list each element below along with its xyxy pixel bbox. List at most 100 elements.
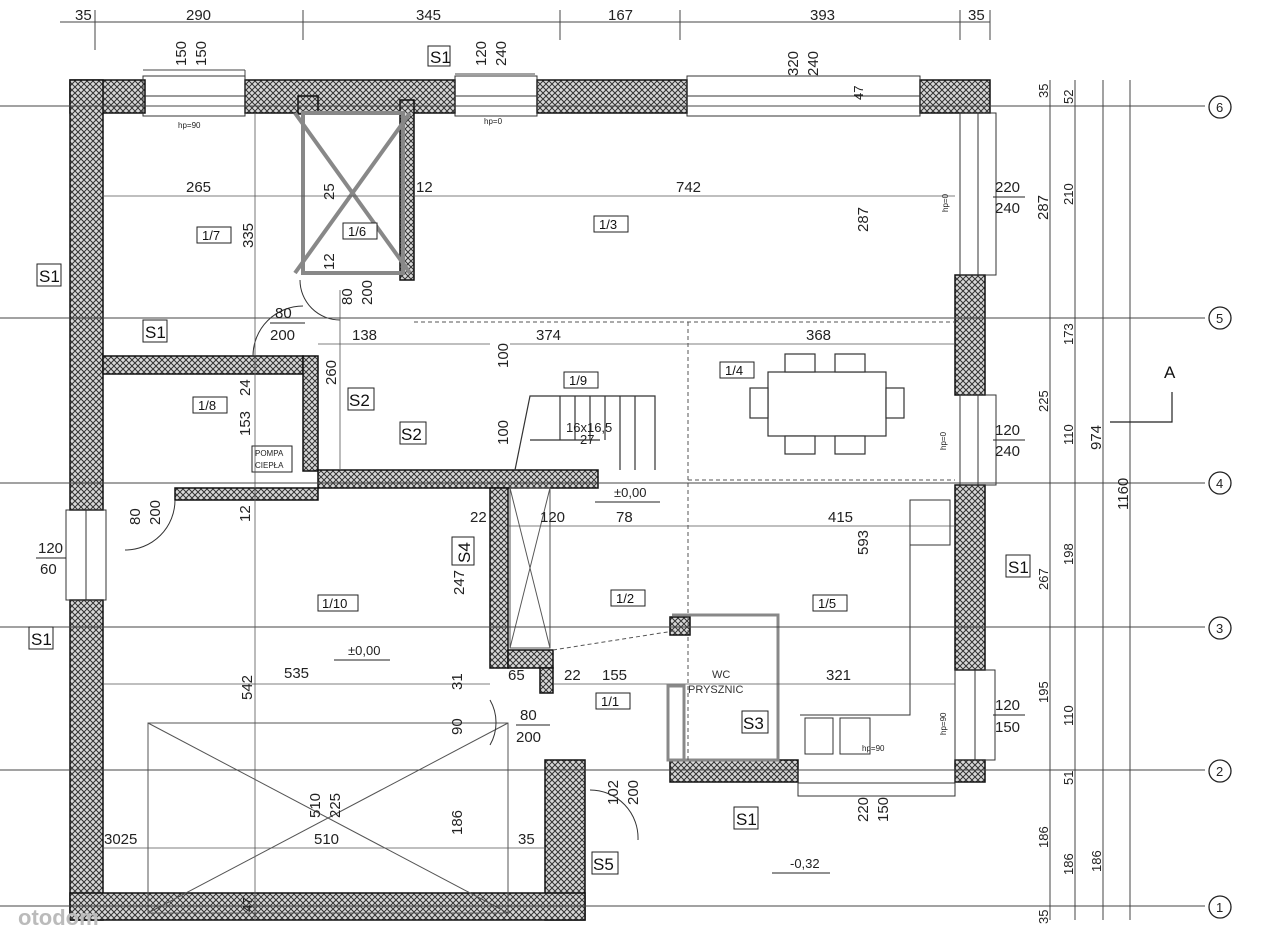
top-dimension-line — [60, 10, 991, 90]
dim-374: 374 — [536, 327, 561, 344]
section-marker-label: A — [1164, 363, 1176, 382]
dim-47a: 47 — [851, 86, 866, 100]
axis-2: 2 — [1216, 764, 1223, 779]
axis-3: 3 — [1216, 621, 1223, 636]
level-1: ±0,00 — [614, 485, 646, 500]
wc-label-2: PRYSZNIC — [688, 684, 743, 696]
dim-100b: 100 — [495, 420, 512, 445]
rdim-225: 225 — [1036, 390, 1051, 412]
dim-12c: 12 — [237, 505, 254, 522]
dim-742: 742 — [676, 179, 701, 196]
rdim-198: 198 — [1061, 543, 1076, 565]
dim-153: 153 — [237, 411, 254, 436]
top-dim-5: 393 — [810, 7, 835, 24]
top-dim-4: 167 — [608, 7, 633, 24]
wc-room — [666, 613, 780, 762]
dim-12b: 12 — [321, 253, 338, 270]
rdim-35: 35 — [1036, 84, 1051, 98]
dim-155: 155 — [602, 667, 627, 684]
dim-3025: 3025 — [104, 831, 137, 848]
door-4b: 200 — [625, 780, 642, 805]
dining-table — [749, 353, 905, 455]
stairs-num: 27 — [580, 432, 594, 447]
section-marker — [1110, 392, 1173, 423]
heat-pump-label-2: CIEPŁA — [255, 461, 284, 470]
garage-dim-b: 225 — [327, 793, 344, 818]
dim-25: 25 — [321, 183, 338, 200]
dim-535: 535 — [284, 665, 309, 682]
dim-200: 200 — [359, 280, 376, 305]
dim-80: 80 — [339, 288, 356, 305]
dim-35: 35 — [518, 831, 535, 848]
watermark-logo: otodom — [18, 905, 99, 930]
dim-335: 335 — [240, 223, 257, 248]
room-1-7: 1/7 — [202, 228, 220, 243]
top-dim-3: 345 — [416, 7, 441, 24]
internal-walls — [102, 95, 691, 694]
dim-12a: 12 — [416, 179, 433, 196]
room-1-8: 1/8 — [198, 398, 216, 413]
rdim-195: 195 — [1036, 681, 1051, 703]
win-bottom-a: 220 — [855, 797, 872, 822]
rdim-186c: 186 — [1089, 850, 1104, 872]
internal-dimension-lines — [103, 113, 955, 920]
stairs-label: 16x16,5 — [566, 420, 612, 435]
rdim-51: 51 — [1061, 771, 1076, 785]
dim-321: 321 — [826, 667, 851, 684]
room-1-2: 1/2 — [616, 591, 634, 606]
top-dim-1: 35 — [75, 7, 92, 24]
hidden-lines — [414, 321, 955, 760]
win-dim-3b: 240 — [805, 51, 822, 76]
room-1-5: 1/5 — [818, 596, 836, 611]
dim-100a: 100 — [495, 343, 512, 368]
rdim-35b: 35 — [1036, 910, 1051, 924]
room-1-9: 1/9 — [569, 373, 587, 388]
win-bottom-b: 150 — [875, 797, 892, 822]
door-1a: 80 — [275, 305, 292, 322]
room-1-10: 1/10 — [322, 596, 347, 611]
dim-260: 260 — [323, 360, 340, 385]
dim-47b: 47 — [240, 898, 255, 912]
dim-186: 186 — [449, 810, 466, 835]
win-dim-3a: 320 — [785, 51, 802, 76]
axis-1: 1 — [1216, 900, 1223, 915]
dim-542: 542 — [239, 675, 256, 700]
axis-5: 5 — [1216, 311, 1223, 326]
wall-tag-s2-b: S2 — [401, 425, 422, 444]
hp-label-3: hp=0 — [941, 193, 950, 212]
win-dim-1a: 150 — [173, 41, 190, 66]
door-1b: 200 — [270, 327, 295, 344]
door-2b: 200 — [147, 500, 164, 525]
dim-265: 265 — [186, 179, 211, 196]
dim-65: 65 — [508, 667, 525, 684]
win-left-b: 60 — [40, 561, 57, 578]
dim-138: 138 — [352, 327, 377, 344]
dim-22b: 22 — [564, 667, 581, 684]
win-dim-2a: 120 — [473, 41, 490, 66]
rdim-110b: 110 — [1061, 705, 1076, 726]
removed-room-cross — [293, 111, 412, 275]
hp-label-5: hp=90 — [939, 712, 948, 735]
rdim-173: 173 — [1061, 323, 1076, 345]
win-right2-b: 150 — [995, 719, 1020, 736]
door-4a: 102 — [605, 780, 622, 805]
stair-shaft-cross — [509, 487, 551, 649]
rdim-186b: 186 — [1061, 853, 1076, 875]
heat-pump-label-1: POMPA — [255, 449, 284, 458]
wall-tag-s1-e: S1 — [736, 810, 757, 829]
level-3: -0,32 — [790, 856, 820, 871]
heat-pump-box — [251, 445, 293, 473]
top-dim-2: 290 — [186, 7, 211, 24]
dim-90: 90 — [449, 718, 466, 735]
rdim-210: 210 — [1061, 183, 1076, 205]
win-right1-a: 120 — [995, 422, 1020, 439]
rdim-287: 287 — [1035, 195, 1052, 220]
garage-dim-a: 510 — [307, 793, 324, 818]
dim-120: 120 — [540, 509, 565, 526]
wall-tag-box — [427, 45, 451, 67]
stairs — [514, 395, 656, 471]
dim-415: 415 — [828, 509, 853, 526]
dim-31: 31 — [449, 673, 466, 690]
dim-247: 247 — [451, 570, 468, 595]
wall-tag-s1-b: S1 — [145, 323, 166, 342]
